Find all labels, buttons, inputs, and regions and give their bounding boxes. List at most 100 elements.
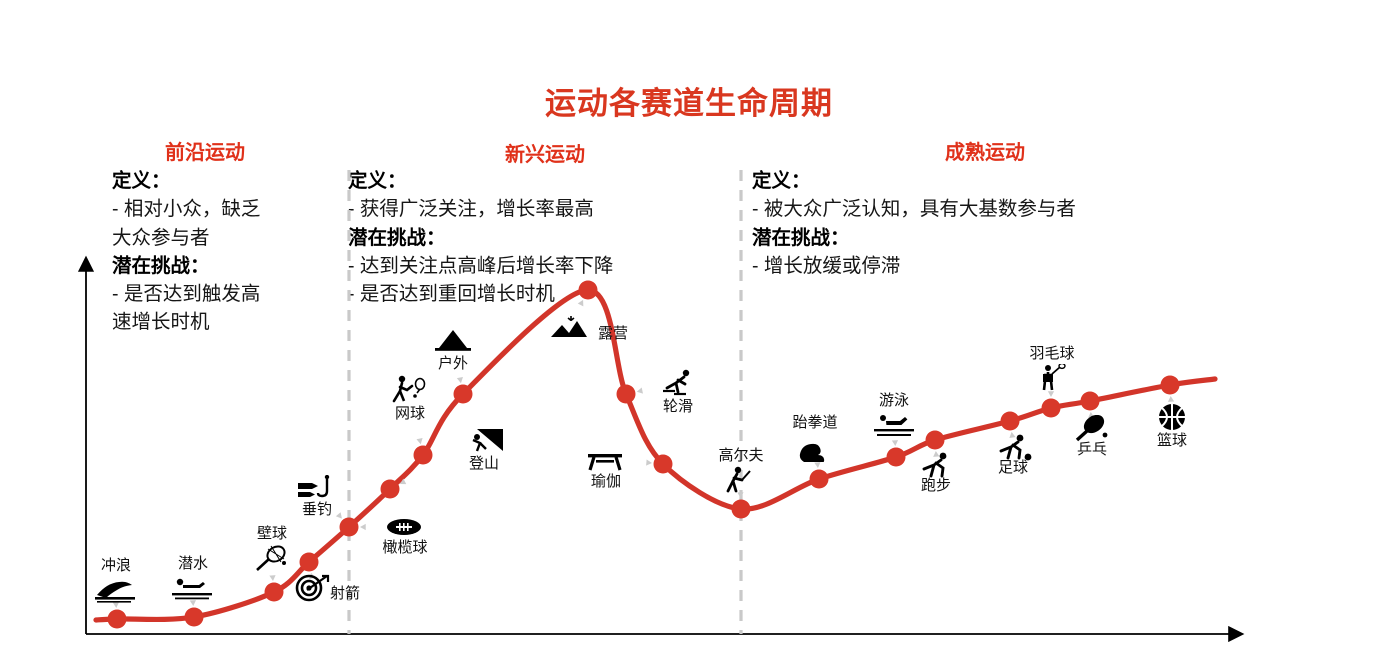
label-pointer-icon [399, 478, 407, 485]
curve-data-point[interactable] [339, 517, 359, 537]
surfing-icon [95, 575, 135, 603]
sport-label-13: 跆拳道 [792, 414, 838, 431]
curve-data-point[interactable] [731, 499, 751, 519]
panel-emerging-challenge-label: 潜在挑战： [348, 226, 446, 249]
label-pointer-icon [189, 600, 196, 607]
curve-data-point[interactable] [578, 280, 598, 300]
panel-frontier-challenge-line-1: - 是否达到触发高 [112, 283, 261, 306]
chart-axes [77, 255, 1245, 643]
label-pointer-icon [1167, 395, 1175, 402]
panel-frontier-definition-line-1: - 相对小众，缺乏 [112, 198, 261, 221]
yoga-icon [585, 445, 625, 473]
label-pointer-icon [269, 575, 276, 582]
tennis-icon [389, 375, 429, 403]
sport-label-6: 登山 [468, 455, 499, 472]
panel-frontier-challenge-label: 潜在挑战： [112, 254, 210, 277]
sport-label-12: 高尔夫 [718, 447, 764, 464]
sport-label-10: 轮滑 [662, 398, 693, 415]
panel-mature-challenge-label: 潜在挑战： [752, 226, 850, 249]
page-title: 运动各赛道生命周期 [545, 86, 833, 121]
curve-data-point[interactable] [299, 552, 319, 572]
sport-label-1: 潜水 [177, 555, 208, 572]
curve-data-point[interactable] [1041, 398, 1061, 418]
panel-mature-definition-line-1: - 被大众广泛认知，具有大基数参与者 [752, 198, 1076, 221]
sport-label-3: 射箭 [329, 585, 360, 602]
climbing-icon [463, 427, 503, 455]
sport-label-9: 露营 [597, 325, 628, 342]
label-pointer-icon [646, 459, 653, 466]
camping-icon [549, 314, 589, 342]
sport-label-16: 足球 [997, 459, 1028, 476]
skating-icon [658, 369, 698, 397]
stage-heading-frontier: 前沿运动 [165, 142, 245, 164]
diving-icon [172, 573, 212, 601]
panel-frontier-challenge-line-2: 速增长时机 [112, 311, 210, 334]
sport-label-18: 乒乓 [1076, 441, 1107, 458]
sport-label-11: 瑜伽 [590, 473, 621, 490]
label-pointer-icon [933, 450, 940, 457]
panel-frontier-definition-line-2: 大众参与者 [112, 226, 210, 249]
label-pointer-icon [456, 377, 463, 384]
sport-label-15: 跑步 [920, 477, 951, 494]
panel-emerging-definition-label: 定义： [348, 170, 407, 192]
panel-frontier: 定义： - 相对小众，缺乏 大众参与者 潜在挑战： - 是否达到触发高 速增长时… [112, 167, 337, 337]
label-pointer-icon [814, 462, 821, 469]
curve-data-point[interactable] [886, 447, 906, 467]
label-pointer-icon [112, 602, 119, 609]
pingpong-icon [1072, 415, 1112, 443]
panel-mature: 定义： - 被大众广泛认知，具有大基数参与者 潜在挑战： - 增长放缓或停滞 [752, 167, 1222, 280]
basketball-icon [1152, 403, 1192, 431]
panel-emerging-definition-line-1: - 获得广泛关注，增长率最高 [348, 198, 594, 221]
label-pointer-icon [1047, 391, 1055, 397]
lifecycle-curve [93, 287, 1218, 623]
sport-label-5: 橄榄球 [382, 539, 428, 556]
sport-label-19: 篮球 [1156, 432, 1187, 449]
label-pointer-icon [335, 512, 342, 519]
outdoor-icon [433, 327, 473, 355]
curve-data-point[interactable] [653, 454, 673, 474]
curve-data-point[interactable] [616, 384, 636, 404]
fishing-icon [297, 475, 337, 503]
panel-emerging-challenge-line-2: - 是否达到重回增长时机 [348, 283, 555, 306]
sport-label-4: 垂钓 [301, 501, 332, 518]
panel-mature-challenge-line-1: - 增长放缓或停滞 [752, 254, 901, 277]
curve-data-point[interactable] [1160, 375, 1180, 395]
sport-label-8: 户外 [437, 355, 468, 372]
squash-icon [251, 545, 291, 573]
panel-emerging: 定义： - 获得广泛关注，增长率最高 潜在挑战： - 达到关注点高峰后增长率下降… [348, 167, 748, 308]
stage-heading-emerging: 新兴运动 [505, 144, 585, 166]
swimming-icon [874, 411, 914, 439]
curve-data-point[interactable] [264, 582, 284, 602]
label-pointer-icon [416, 438, 423, 445]
sport-label-17: 羽毛球 [1029, 345, 1075, 362]
archery-icon [294, 574, 334, 602]
curve-data-point[interactable] [1080, 391, 1100, 411]
curve-data-point[interactable] [809, 469, 829, 489]
label-pointer-icon [577, 299, 584, 307]
sport-label-7: 网球 [394, 405, 425, 422]
curve-data-point[interactable] [413, 445, 433, 465]
curve-data-point[interactable] [107, 609, 127, 629]
panel-frontier-definition-label: 定义： [112, 170, 171, 192]
curve-data-point[interactable] [380, 479, 400, 499]
panel-mature-definition-label: 定义： [752, 170, 811, 192]
label-pointer-icon [1009, 431, 1016, 438]
rugby-icon [384, 513, 424, 541]
curve-data-point[interactable] [1000, 411, 1020, 431]
curve-path [93, 287, 1218, 623]
label-pointer-icon [737, 492, 744, 499]
stage-heading-mature: 成熟运动 [945, 142, 1025, 164]
sport-label-14: 游泳 [878, 392, 909, 409]
taekwondo-icon [796, 434, 836, 462]
curve-data-point[interactable] [184, 607, 204, 627]
sport-label-2: 壁球 [256, 525, 287, 542]
badminton-icon [1031, 364, 1071, 392]
panel-emerging-challenge-line-1: - 达到关注点高峰后增长率下降 [348, 254, 614, 277]
curve-data-point[interactable] [925, 430, 945, 450]
curve-data-point[interactable] [453, 384, 473, 404]
golf-icon [720, 466, 760, 494]
curve-data-points [107, 280, 1180, 629]
label-pointer-icon [360, 523, 366, 531]
